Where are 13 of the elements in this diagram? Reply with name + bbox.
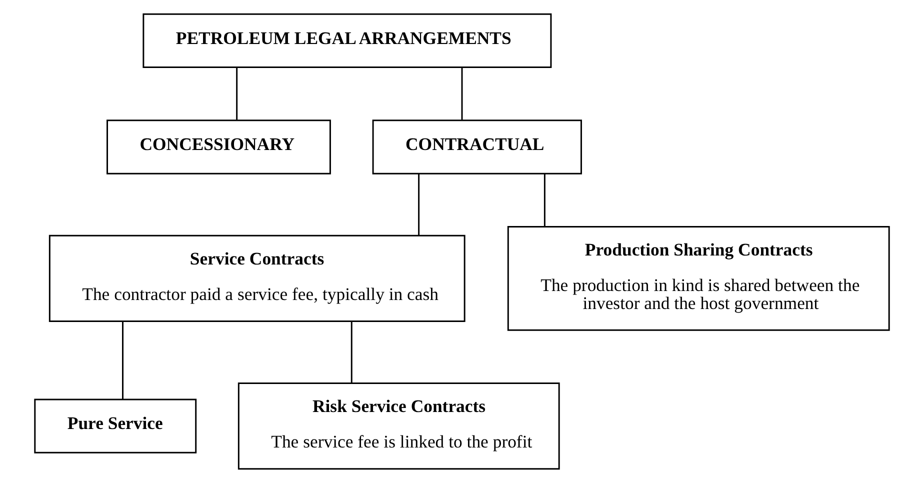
node-box: Pure Service [34,398,197,454]
node-box: Risk Service Contracts The service fee is linked to the profit [238,382,560,470]
connector [236,68,238,120]
node-box: CONTRACTUAL [372,120,582,174]
connector [350,322,352,384]
node-box: PETROLEUM LEGAL ARRANGEMENTS [142,13,552,68]
connector [122,322,124,400]
node-box: CONCESSIONARY [106,120,331,174]
node-box: Service Contracts The contractor paid a service fee, typically in cash [48,234,466,322]
connector [418,174,420,236]
node-box: Production Sharing Contracts The production in kind is shared between the investor and the host government [507,226,890,331]
connector [461,68,463,120]
connector [544,174,546,226]
